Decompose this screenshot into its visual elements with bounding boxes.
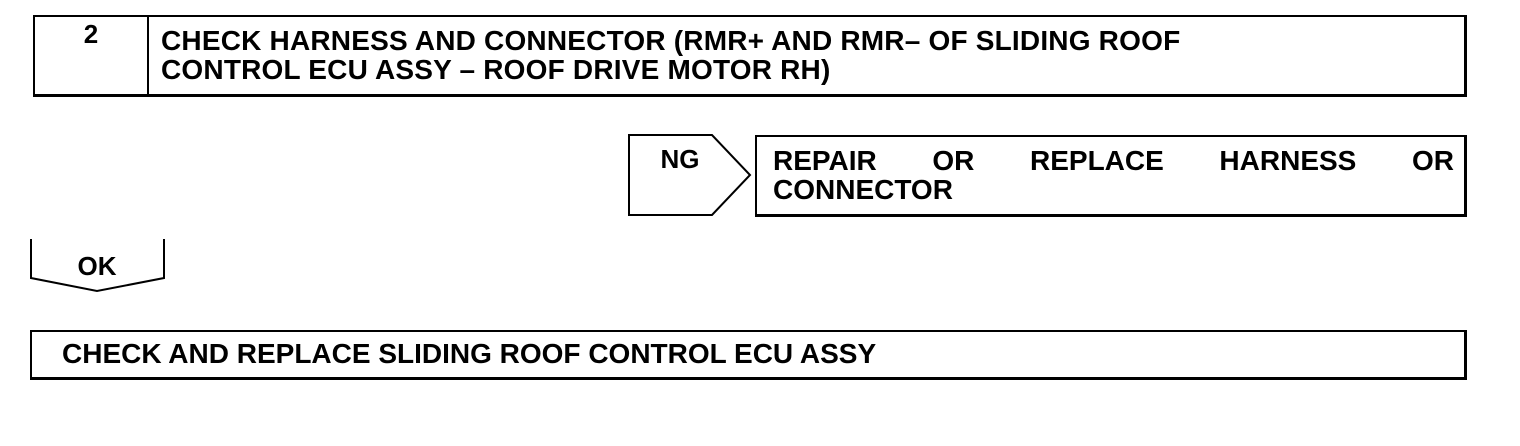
final-action-box: CHECK AND REPLACE SLIDING ROOF CONTROL E… [30,330,1467,380]
step-title-line-2: CONTROL ECU ASSY – ROOF DRIVE MOTOR RH) [161,53,831,85]
ng-arrow-shape [628,134,752,216]
ng-action-line-2: CONNECTOR [773,173,953,205]
step-title: CHECK HARNESS AND CONNECTOR (RMR+ AND RM… [149,17,1464,94]
step-title-line-1: CHECK HARNESS AND CONNECTOR (RMR+ AND RM… [161,25,1181,56]
ng-label: NG [660,144,700,174]
step-number: 2 [35,17,149,94]
ok-label: OK [77,251,117,281]
ng-action-box: REPAIR OR REPLACE HARNESS OR CONNECTOR [755,135,1467,217]
ng-action-line-1: REPAIR OR REPLACE HARNESS OR [773,145,1454,176]
step-header: 2 CHECK HARNESS AND CONNECTOR (RMR+ AND … [33,15,1467,97]
ok-arrow-shape [30,239,165,293]
